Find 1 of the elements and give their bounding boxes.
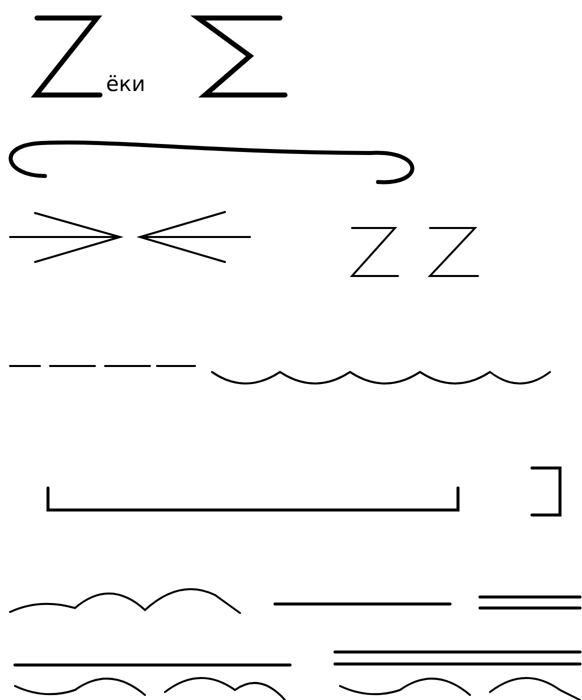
word-label: ёки [106,74,146,95]
